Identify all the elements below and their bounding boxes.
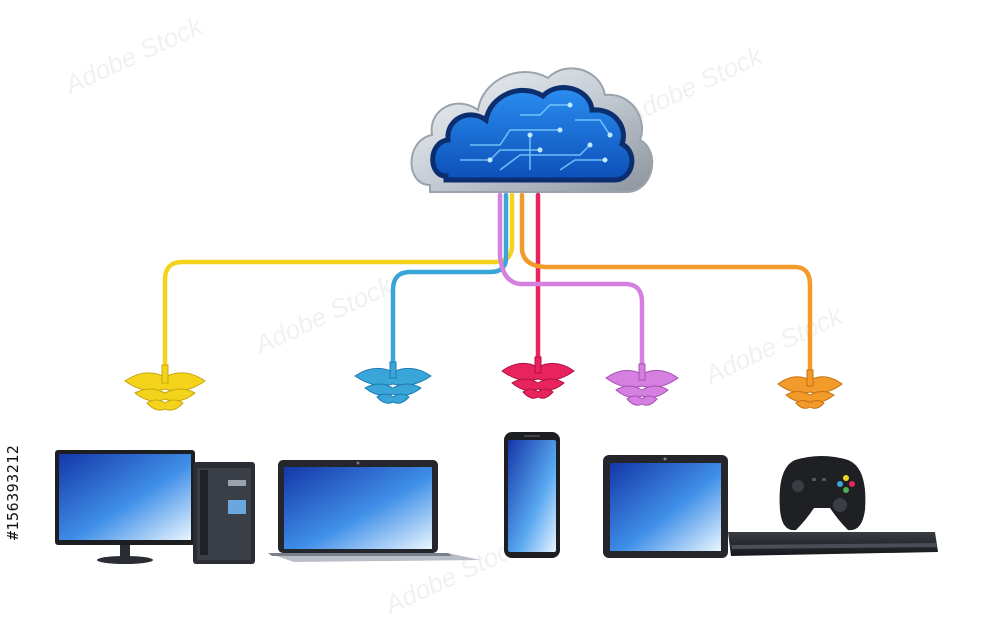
game-console-icon <box>728 456 938 556</box>
tablet-icon <box>603 455 728 558</box>
connector-yellow <box>124 364 206 411</box>
connector-red <box>501 356 575 399</box>
cable-orange <box>519 192 813 381</box>
cables <box>162 192 813 381</box>
connectors <box>124 356 843 411</box>
cable-yellow <box>162 192 515 375</box>
laptop-icon <box>268 460 480 562</box>
connector-orange <box>777 369 843 409</box>
connector-blue <box>354 361 432 404</box>
cable-violet <box>497 192 645 379</box>
smartphone-icon <box>504 432 560 558</box>
circuit-cloud-icon <box>410 67 654 193</box>
connector-violet <box>605 363 679 406</box>
desktop-computer-icon <box>55 450 255 564</box>
cable-blue <box>390 192 509 375</box>
stock-id-text: #156393212 <box>4 444 22 540</box>
